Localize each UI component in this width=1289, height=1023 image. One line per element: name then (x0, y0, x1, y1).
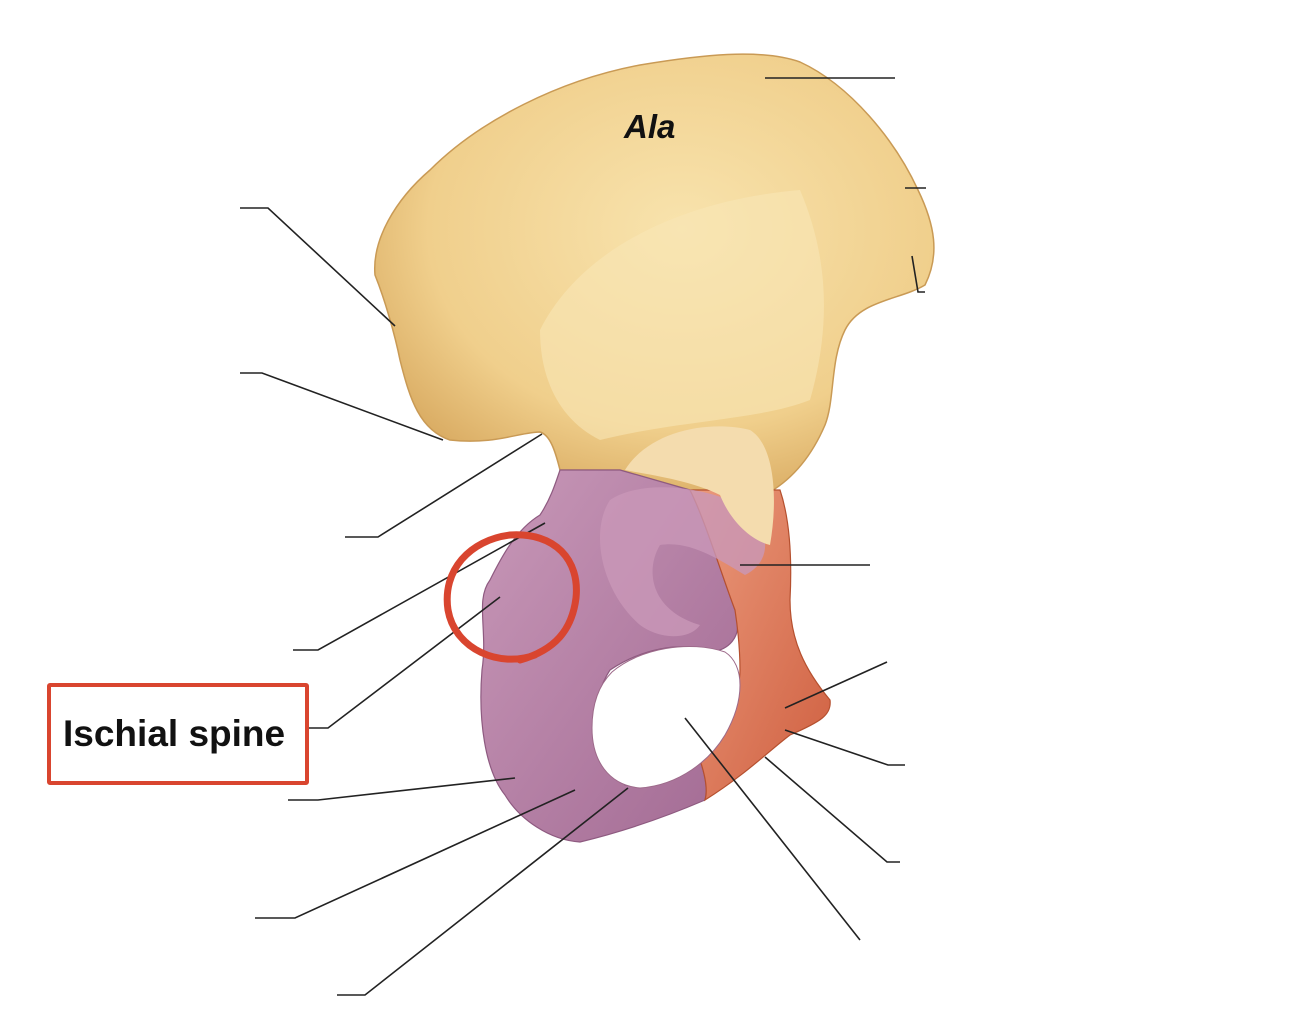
leader-line (240, 207, 396, 327)
leader-line (911, 255, 925, 293)
leader-line (240, 372, 444, 441)
acetabulum-rim (625, 426, 774, 545)
ischial-spine-label-box: Ischial spine (47, 683, 309, 785)
iliac-fossa-shading (540, 190, 824, 440)
leader-line (255, 789, 576, 919)
leader-line (784, 729, 905, 766)
leader-line (293, 522, 546, 651)
obturator-foramen (591, 646, 741, 789)
leader-lines (240, 77, 926, 996)
leader-line (288, 777, 516, 801)
ischial-spine-leader-line (308, 596, 501, 729)
leader-line (784, 661, 888, 709)
leader-line (764, 756, 900, 863)
ala-label: Ala (623, 108, 675, 145)
acetabulum-lunate-surface (600, 487, 766, 637)
leader-line (337, 787, 629, 996)
ischial-spine-label: Ischial spine (63, 713, 286, 754)
leader-line (684, 717, 861, 941)
highlight-circle (443, 531, 580, 664)
leader-line (345, 433, 543, 538)
